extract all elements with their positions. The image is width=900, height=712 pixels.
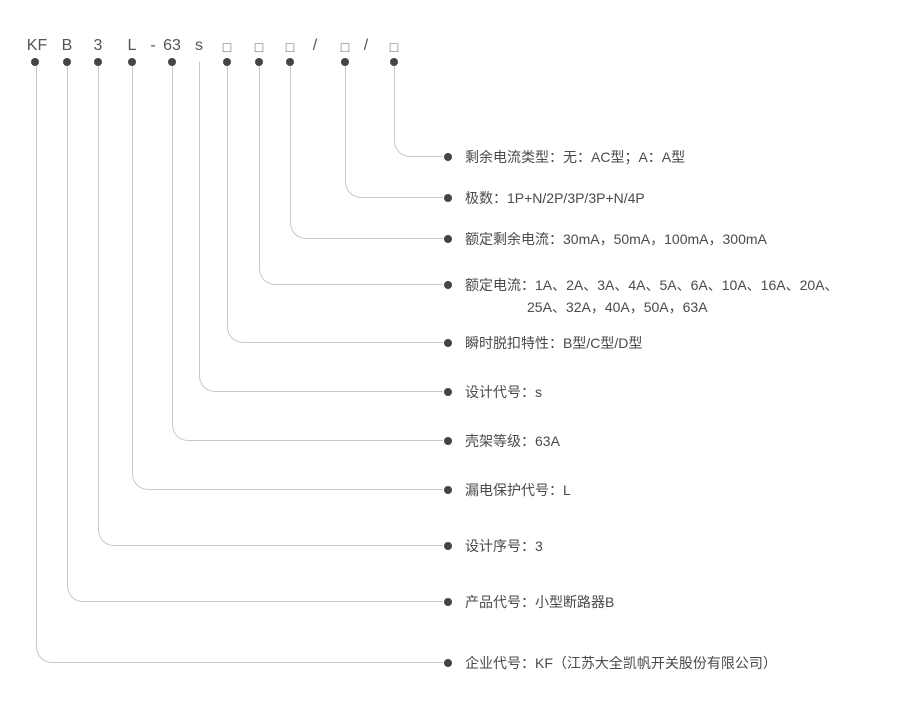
bullet-rated-current: [444, 281, 452, 289]
code-segment-square-1: □: [222, 39, 232, 55]
code-dot-b: [63, 58, 71, 66]
bullet-design-code: [444, 388, 452, 396]
label-design-serial: 设计序号：3: [465, 538, 543, 554]
connector-rated-residual-current: [290, 66, 443, 239]
label-instant-trip: 瞬时脱扣特性：B型/C型/D型: [465, 335, 643, 351]
bullet-leakage-protection-code: [444, 486, 452, 494]
label-company-code: 企业代号：KF（江苏大全凯帆开关股份有限公司）: [465, 655, 777, 671]
code-segment-hyphen: -: [150, 37, 156, 54]
connector-leakage-protection-code: [132, 66, 443, 490]
bullet-rated-residual-current: [444, 235, 452, 243]
code-segment-slash-1: /: [312, 37, 318, 54]
label-rated-current-line1: 额定电流：1A、2A、3A、4A、5A、6A、10A、16A、20A、: [465, 277, 839, 293]
connector-design-code: [199, 62, 443, 392]
connector-design-serial: [98, 66, 443, 546]
code-segment-square-5: □: [389, 39, 399, 55]
label-design-code: 设计代号：s: [465, 384, 542, 400]
code-dot-l: [128, 58, 136, 66]
connector-company-code: [36, 66, 443, 663]
label-residual-current-type: 剩余电流类型：无：AC型；A：A型: [465, 149, 686, 165]
code-dot-3: [94, 58, 102, 66]
connector-instant-trip: [227, 66, 443, 343]
bullet-company-code: [444, 659, 452, 667]
code-segment-square-4: □: [340, 39, 350, 55]
label-rated-current-line2: 25A、32A，40A，50A，63A: [527, 299, 708, 315]
bullet-frame-rating: [444, 437, 452, 445]
code-dot-square-1: [223, 58, 231, 66]
bullet-design-serial: [444, 542, 452, 550]
connector-residual-current-type: [394, 66, 443, 157]
code-dot-square-4: [341, 58, 349, 66]
code-segment-b: B: [61, 37, 73, 54]
code-segment-slash-2: /: [363, 37, 369, 54]
connector-rated-current: [259, 66, 443, 285]
label-leakage-protection-code: 漏电保护代号：L: [465, 482, 571, 498]
connector-frame-rating: [172, 66, 443, 441]
bullet-instant-trip: [444, 339, 452, 347]
label-rated-residual-current: 额定剩余电流：30mA，50mA，100mA，300mA: [465, 231, 767, 247]
code-dot-63: [168, 58, 176, 66]
bullet-pole-count: [444, 194, 452, 202]
label-rated-current: 额定电流：1A、2A、3A、4A、5A、6A、10A、16A、20A、 25A、…: [465, 274, 838, 318]
code-segment-3: 3: [93, 37, 103, 54]
code-dot-square-3: [286, 58, 294, 66]
connector-product-code: [67, 66, 443, 602]
code-segment-kf: KF: [26, 37, 48, 54]
code-dot-square-5: [390, 58, 398, 66]
code-dot-kf: [31, 58, 39, 66]
code-segment-l: L: [127, 37, 137, 54]
connector-pole-count: [345, 66, 443, 198]
bullet-product-code: [444, 598, 452, 606]
code-dot-square-2: [255, 58, 263, 66]
code-segment-square-2: □: [254, 39, 264, 55]
code-segment-63: 63: [163, 37, 181, 54]
label-product-code: 产品代号：小型断路器B: [465, 594, 615, 610]
code-segment-s: s: [195, 37, 203, 54]
label-frame-rating: 壳架等级：63A: [465, 433, 560, 449]
code-segment-square-3: □: [285, 39, 295, 55]
bullet-residual-current-type: [444, 153, 452, 161]
label-pole-count: 极数：1P+N/2P/3P/3P+N/4P: [465, 190, 645, 206]
